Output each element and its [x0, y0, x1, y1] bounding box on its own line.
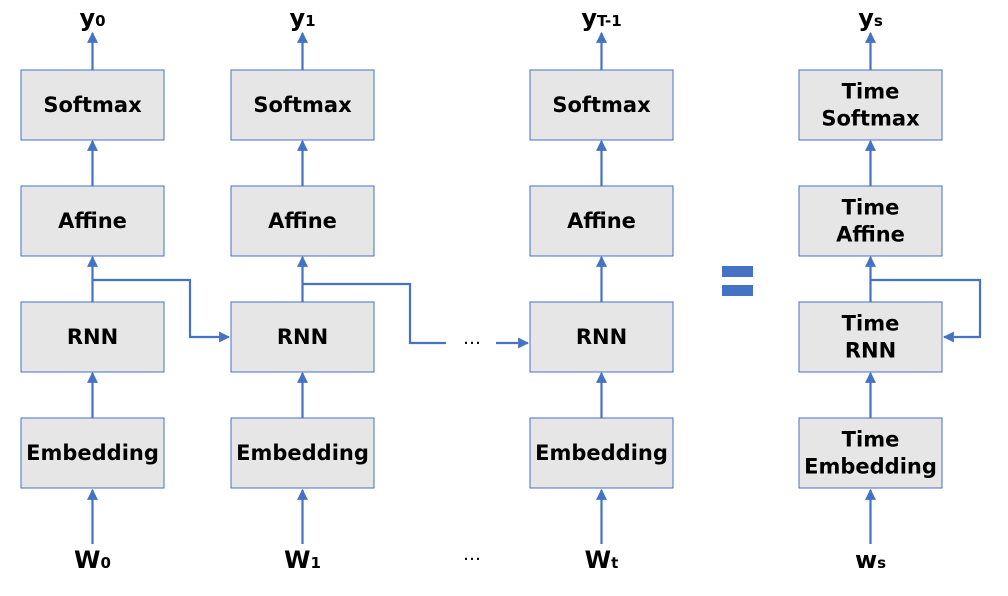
embedding-layer-label: Embedding [535, 441, 668, 465]
time-rnn-recurrent-arrow [870, 278, 982, 343]
embedding-layer-label: Embedding [804, 455, 937, 479]
input-ellipsis: … [463, 544, 481, 565]
softmax-layer-label: Softmax [821, 107, 920, 131]
affine-layer-label: Time [842, 196, 900, 220]
affine-layer-box: Affine [529, 185, 674, 257]
affine-layer-label: Affine [567, 209, 636, 233]
softmax-layer-box: Softmax [529, 69, 674, 141]
hidden-state-arrow-0-1 [92, 278, 231, 343]
rnn-layer-label: RNN [67, 325, 118, 349]
output-label: y1 [289, 4, 315, 32]
equals-sign [722, 266, 753, 296]
embedding-layer-label: Time [842, 428, 900, 452]
rnn-layer-label: RNN [277, 325, 328, 349]
embedding-layer-box: Embedding [230, 417, 375, 489]
softmax-layer-box: Softmax [230, 69, 375, 141]
rnn-layer-label: RNN [576, 325, 627, 349]
hidden-state-wire-1 [302, 282, 446, 345]
rnn-layer-box: RNN [230, 301, 375, 373]
softmax-layer-box: Softmax [20, 69, 165, 141]
rnn-ellipsis: … [463, 328, 481, 349]
rnn-layer-label: RNN [845, 339, 896, 363]
affine-layer-box: Affine [230, 185, 375, 257]
rnn-layer-box: RNN [529, 301, 674, 373]
input-label: W0 [74, 546, 111, 574]
embedding-layer-label: Embedding [26, 441, 159, 465]
softmax-layer-label: Softmax [552, 93, 651, 117]
input-label: ws [855, 546, 886, 574]
softmax-layer-label: Time [842, 80, 900, 104]
output-label: y0 [79, 4, 105, 32]
embedding-layer-label: Embedding [236, 441, 369, 465]
affine-layer-box: Affine [20, 185, 165, 257]
rnn-layer-box: RNN [20, 301, 165, 373]
affine-layer-label: Affine [58, 209, 127, 233]
input-label: Wt [585, 546, 619, 574]
softmax-layer-label: Softmax [43, 93, 142, 117]
rnn-layer-label: Time [842, 312, 900, 336]
connection-wires [87, 31, 982, 544]
embedding-layer-box: Embedding [20, 417, 165, 489]
output-label: yT-1 [581, 4, 621, 32]
softmax-layer-label: Softmax [253, 93, 352, 117]
input-label: W1 [284, 546, 321, 574]
embedding-layer-box: Embedding [529, 417, 674, 489]
affine-layer-label: Affine [836, 223, 905, 247]
output-label: ys [858, 4, 883, 32]
affine-layer-label: Affine [268, 209, 337, 233]
